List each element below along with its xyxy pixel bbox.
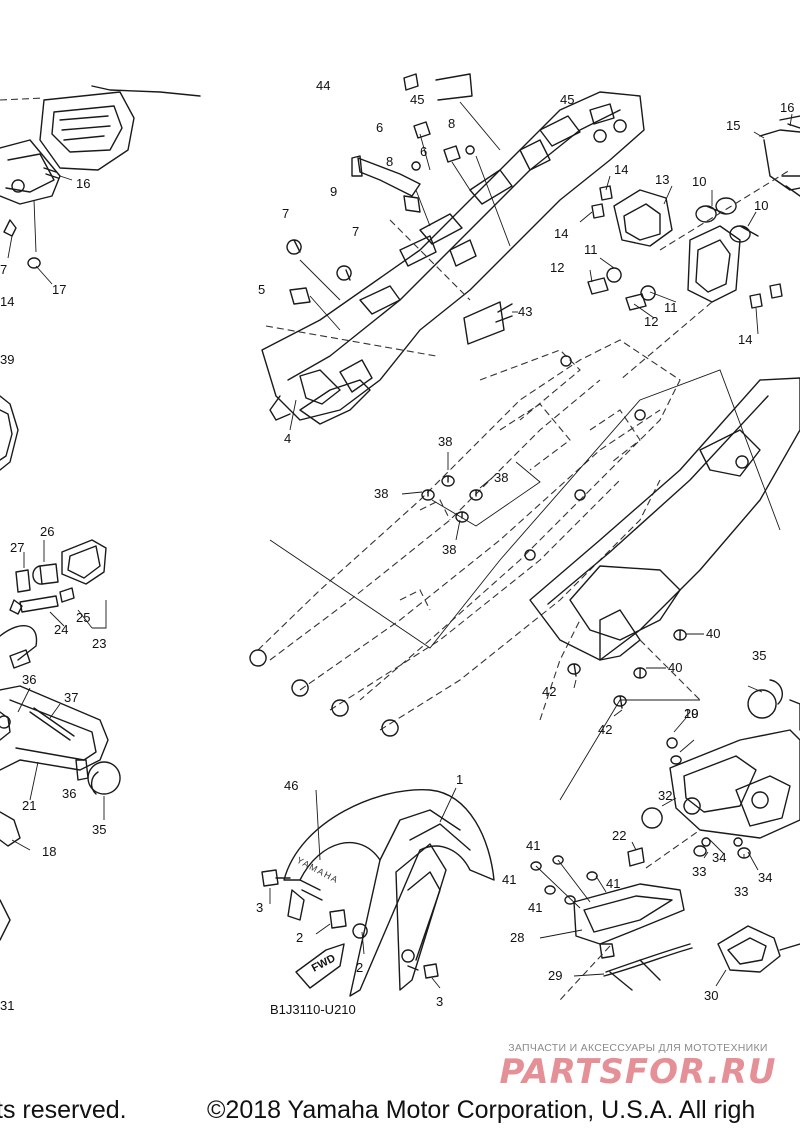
- callout-14: 14: [0, 294, 14, 309]
- callout-14: 14: [554, 226, 568, 241]
- copyright-text: ©2018 Yamaha Motor Corporation, U.S.A. A…: [207, 1096, 756, 1124]
- callout-36: 36: [62, 786, 76, 801]
- callout-9: 9: [330, 184, 337, 199]
- watermark: ЗАПЧАСТИ И АКСЕССУАРЫ ДЛЯ МОТОТЕХНИКИ PA…: [488, 1042, 788, 1090]
- side-panel: [0, 395, 19, 471]
- callout-36: 36: [22, 672, 36, 687]
- callout-15: 15: [726, 118, 740, 133]
- callout-8: 8: [448, 116, 455, 131]
- callout-35: 35: [752, 648, 766, 663]
- callout-13: 13: [655, 172, 669, 187]
- callout-41: 41: [526, 838, 540, 853]
- callout-16: 16: [76, 176, 90, 191]
- callout-3: 3: [436, 994, 443, 1009]
- callout-40: 40: [706, 626, 720, 641]
- front-fender-assembly: FWD YAMAHA: [261, 787, 495, 997]
- callout-41: 41: [528, 900, 542, 915]
- turn-signal-assembly: [0, 539, 107, 669]
- callout-2: 2: [296, 930, 303, 945]
- callout-7: 7: [0, 262, 7, 277]
- callout-11: 11: [584, 242, 598, 257]
- callout-14: 14: [738, 332, 752, 347]
- callout-44: 44: [316, 78, 330, 93]
- callout-45: 45: [410, 92, 424, 107]
- copyright-left-fragment: ts reserved.: [0, 1096, 127, 1124]
- rear-fender-assembly: [261, 73, 645, 431]
- callout-19: 19: [684, 706, 698, 721]
- callout-38: 38: [494, 470, 508, 485]
- callout-39: 39: [0, 352, 14, 367]
- callout-21: 21: [22, 798, 36, 813]
- callout-38: 38: [438, 434, 452, 449]
- callout-26: 26: [40, 524, 54, 539]
- callout-38: 38: [374, 486, 388, 501]
- callout-31: 31: [0, 998, 14, 1013]
- callout-1: 1: [456, 772, 463, 787]
- callout-43: 43: [518, 304, 532, 319]
- callout-46: 46: [284, 778, 298, 793]
- callout-34: 34: [758, 870, 772, 885]
- callout-12: 12: [644, 314, 658, 329]
- callout-42: 42: [598, 722, 612, 737]
- callout-37: 37: [64, 690, 78, 705]
- callout-10: 10: [692, 174, 706, 189]
- chain-guard-brackets: [530, 855, 800, 1001]
- under-tray: [529, 377, 800, 721]
- diagram-code: B1J3110-U210: [270, 1002, 356, 1017]
- callout-25: 25: [76, 610, 90, 625]
- callout-41: 41: [606, 876, 620, 891]
- callout-22: 22: [612, 828, 626, 843]
- callout-38: 38: [442, 542, 456, 557]
- tail-light-assembly: [0, 85, 201, 285]
- callout-14: 14: [614, 162, 628, 177]
- rear-hugger-assembly: [559, 679, 800, 871]
- rear-frame-outline: [249, 339, 781, 737]
- callout-28: 28: [510, 930, 524, 945]
- watermark-tagline: ЗАПЧАСТИ И АКСЕССУАРЫ ДЛЯ МОТОТЕХНИКИ: [508, 1042, 768, 1054]
- watermark-logo: PARTSFOR.RU: [499, 1052, 777, 1092]
- copyright-footer: ts reserved. ©2018 Yamaha Motor Corporat…: [0, 1096, 800, 1138]
- callout-2: 2: [356, 960, 363, 975]
- callout-33: 33: [692, 864, 706, 879]
- callout-29: 29: [548, 968, 562, 983]
- callout-11: 11: [664, 300, 678, 315]
- callout-17: 17: [52, 282, 66, 297]
- callout-24: 24: [54, 622, 68, 637]
- callout-23: 23: [92, 636, 106, 651]
- grab-bar-assembly: [579, 113, 800, 381]
- callout-35: 35: [92, 822, 106, 837]
- callout-3: 3: [256, 900, 263, 915]
- callout-6: 6: [376, 120, 383, 135]
- callout-20: 20: [684, 706, 698, 721]
- callout-18: 18: [42, 844, 56, 859]
- callout-33: 33: [734, 884, 748, 899]
- callout-7: 7: [282, 206, 289, 221]
- callout-27: 27: [10, 540, 24, 555]
- callout-12: 12: [550, 260, 564, 275]
- callout-42: 42: [542, 684, 556, 699]
- callout-40: 40: [668, 660, 682, 675]
- callout-10: 10: [754, 198, 768, 213]
- callout-41: 41: [502, 872, 516, 887]
- callout-7: 7: [352, 224, 359, 239]
- callout-30: 30: [704, 988, 718, 1003]
- callout-32: 32: [658, 788, 672, 803]
- callout-16: 16: [780, 100, 794, 115]
- callout-34: 34: [712, 850, 726, 865]
- callout-6: 6: [420, 144, 427, 159]
- callout-5: 5: [258, 282, 265, 297]
- callout-4: 4: [284, 431, 291, 446]
- license-bracket-assembly: [0, 685, 121, 941]
- callout-8: 8: [386, 154, 393, 169]
- callout-labels: 1223345667778891010111112121314141414151…: [0, 78, 794, 1013]
- callout-45: 45: [560, 92, 574, 107]
